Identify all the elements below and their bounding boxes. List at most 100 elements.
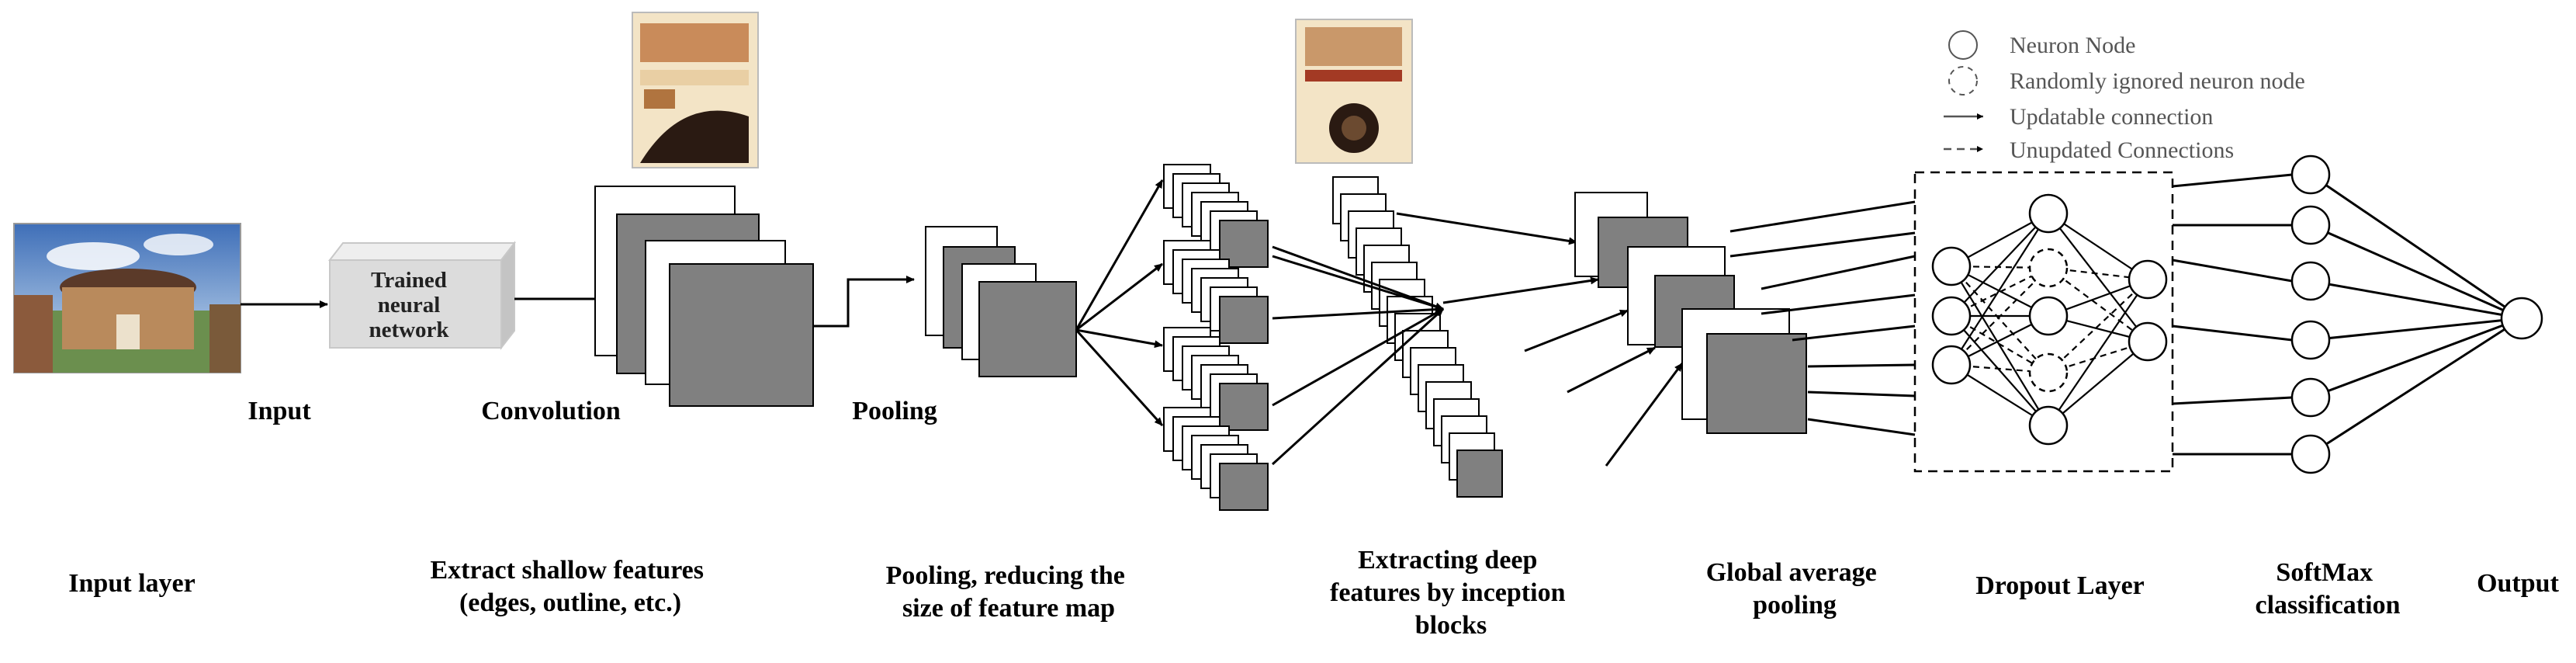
deep-feature-thumbnail: [1295, 19, 1413, 164]
dropout-to-softmax-line: [2172, 325, 2293, 342]
neuron-node: [2128, 321, 2168, 362]
branch-3-map: [1219, 383, 1269, 431]
dropout-connection: [1951, 315, 2049, 373]
arrow-conv-to-pooling: [813, 276, 915, 328]
label-output: Output: [2477, 569, 2559, 598]
network-box-line-2: neural: [378, 293, 441, 318]
dropout-connection: [1951, 315, 2049, 426]
branch-arrow-1: [1272, 245, 1444, 311]
softmax-node: [2290, 261, 2331, 301]
network-nodes: [1931, 154, 2543, 474]
gap-to-dropout-line: [1792, 325, 1916, 342]
fan-arrow-1: [1075, 179, 1164, 331]
pooling-feature-maps: [925, 226, 1077, 377]
convolution-feature-thumbnail: [632, 12, 759, 168]
softmax-to-output-line: [2310, 173, 2522, 320]
input-image: [13, 223, 241, 373]
branch-2-map: [1219, 296, 1269, 344]
output-node: [2500, 297, 2543, 340]
gap-to-dropout-line: [1807, 418, 1916, 436]
dropout-connection: [2048, 341, 2148, 426]
legend-updatable-label: Updatable connection: [2010, 104, 2213, 130]
dropout-connection: [1951, 266, 2049, 426]
legend-neuron-label: Neuron Node: [2010, 33, 2135, 58]
diagonal-map: [1456, 450, 1503, 498]
label-deep-features: Extracting deep features by inception bl…: [1330, 546, 1572, 640]
dropout-connection: [2048, 267, 2148, 342]
convolution-feature-maps: [594, 186, 814, 407]
softmax-node: [2290, 205, 2331, 245]
gap-to-dropout-line: [1807, 391, 1916, 397]
fan-arrow-4: [1075, 328, 1164, 427]
dropout-to-softmax-line: [2172, 259, 2293, 283]
dropout-connection: [2048, 213, 2148, 342]
label-dropout-layer: Dropout Layer: [1975, 571, 2145, 600]
concat-arrow-2: [1442, 276, 1599, 304]
branch-arrow-2: [1272, 305, 1444, 320]
dropout-connection: [1951, 266, 2049, 373]
branch-arrow-4: [1271, 307, 1445, 466]
legend-unupdated-label: Unupdated Connections: [2010, 137, 2234, 163]
dropout-connection: [1951, 213, 2049, 317]
dropout-to-softmax-line: [2172, 173, 2293, 188]
label-pooling-reduce: Pooling, reducing the size of feature ma…: [886, 561, 1132, 623]
dropout-connection: [2048, 213, 2148, 280]
softmax-to-output-line: [2310, 317, 2522, 399]
branch-to-concat-arrows: [1271, 212, 1684, 467]
neuron-node: [1931, 296, 1972, 336]
label-input: Input: [248, 397, 311, 425]
inception-diagonal-stack: [1332, 176, 1503, 498]
label-convolution: Convolution: [481, 397, 621, 425]
dropout-connection: [2048, 279, 2148, 426]
concat-arrow-4: [1567, 346, 1656, 394]
softmax-node: [2290, 377, 2331, 418]
gap-feature-maps: [1574, 192, 1807, 434]
ignored-neuron-node: [2028, 352, 2069, 393]
dropout-box: [1913, 171, 2174, 473]
branch-arrow-extra: [1272, 255, 1444, 311]
neuron-node: [1931, 345, 1972, 385]
dropout-to-softmax-line: [2172, 396, 2293, 405]
softmax-to-output-line: [2310, 317, 2522, 342]
network-box-line-3: network: [369, 318, 449, 342]
label-input-layer: Input layer: [68, 569, 195, 598]
legend-ignored-label: Randomly ignored neuron node: [2010, 68, 2305, 94]
gap-to-dropout-line: [1761, 255, 1916, 290]
bottom-labels: Input layer Extract shallow features (ed…: [68, 546, 2559, 640]
fan-arrow-3: [1075, 328, 1163, 349]
trained-network-box: Trained neural network: [327, 241, 517, 350]
concat-arrow-3: [1524, 309, 1629, 352]
dropout-connection: [1951, 213, 2049, 366]
gap-to-dropout-line: [1761, 293, 1916, 315]
label-global-average-pooling: Global average pooling: [1706, 558, 1884, 620]
neuron-node: [2028, 296, 2069, 336]
legend-ignored-icon: [1948, 66, 1978, 95]
label-shallow-features: Extract shallow features (edges, outline…: [430, 556, 710, 617]
softmax-to-output-line: [2310, 317, 2522, 456]
softmax-node: [2290, 434, 2331, 474]
gap-to-dropout-line: [1729, 200, 1916, 233]
label-pooling: Pooling: [852, 397, 937, 425]
concat-arrow-1: [1396, 212, 1577, 245]
network-box-line-1: Trained: [371, 268, 447, 293]
pooling-to-branches-arrows: [1075, 179, 1164, 427]
neuron-node: [1931, 246, 1972, 286]
neuron-node: [2028, 193, 2069, 234]
legend: Neuron Node Randomly ignored neuron node…: [1944, 30, 2305, 163]
neuron-node: [2028, 405, 2069, 446]
branch-arrow-3: [1272, 307, 1444, 407]
dropout-connection: [2048, 279, 2148, 373]
gap-to-dropout-line: [1729, 231, 1916, 258]
gap-to-dropout-line: [1807, 363, 1916, 368]
concat-arrow-5: [1605, 363, 1684, 467]
softmax-node: [2290, 154, 2331, 195]
dropout-connection: [1951, 267, 2049, 366]
network-connections: [1729, 173, 2522, 456]
softmax-to-output-line: [2310, 224, 2522, 320]
label-softmax: SoftMax classification: [2256, 558, 2401, 620]
inception-branch-stacks: [1163, 164, 1269, 511]
neuron-node: [2128, 259, 2168, 300]
softmax-to-output-line: [2310, 279, 2522, 320]
ignored-neuron-node: [2028, 248, 2069, 288]
